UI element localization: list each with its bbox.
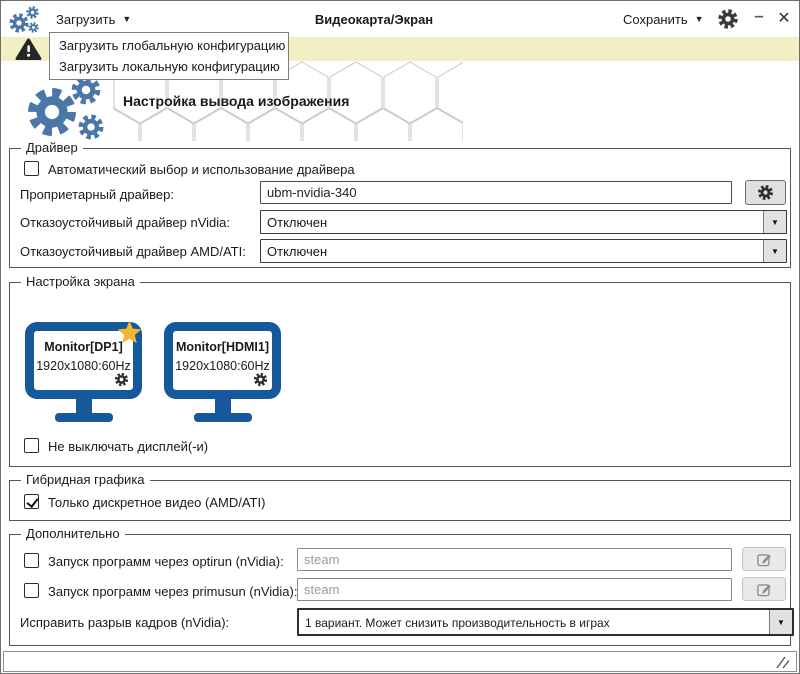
tearing-label: Исправить разрыв кадров (nVidia): [20, 615, 230, 630]
optirun-label: Запуск программ через optirun (nVidia): [48, 554, 284, 569]
proprietary-driver-input[interactable] [260, 181, 732, 204]
menu-item-load-global[interactable]: Загрузить глобальную конфигурацию [59, 38, 286, 53]
primusun-edit-button[interactable] [742, 577, 786, 601]
header-title: Настройка вывода изображения [123, 93, 350, 109]
monitor-dp1[interactable]: Monitor[DP1] 1920x1080:60Hz [25, 320, 142, 422]
monitor-hdmi1[interactable]: Monitor[HDMI1] 1920x1080:60Hz [164, 322, 281, 422]
edit-pencil-icon [757, 554, 771, 567]
failsafe-nvidia-select[interactable]: Отключен ▼ [260, 210, 787, 234]
tearing-value: 1 вариант. Может снизить производительно… [305, 616, 610, 630]
edit-pencil-icon [757, 584, 771, 597]
optirun-edit-button[interactable] [742, 547, 786, 571]
monitor-settings-gear-icon[interactable] [114, 372, 129, 387]
monitor-mode: 1920x1080:60Hz [36, 359, 131, 373]
keep-display-on-checkbox[interactable] [24, 438, 39, 453]
load-menu-button[interactable]: Загрузить ▼ [56, 1, 131, 37]
hybrid-graphics-group: Гибридная графика Только дискретное виде… [9, 472, 791, 521]
driver-group-legend: Драйвер [21, 140, 83, 155]
failsafe-amd-select[interactable]: Отключен ▼ [260, 239, 787, 263]
chevron-down-icon[interactable]: ▼ [763, 240, 786, 262]
screen-group: Настройка экрана Monitor[DP1] 1920x1080:… [9, 274, 791, 467]
settings-gear-icon[interactable] [717, 8, 739, 30]
auto-driver-label: Автоматический выбор и использование дра… [48, 162, 355, 177]
monitor-screen: Monitor[HDMI1] 1920x1080:60Hz [164, 322, 281, 399]
discrete-only-label: Только дискретное видео (AMD/ATI) [48, 495, 266, 510]
warning-triangle-icon [15, 37, 42, 60]
chevron-down-icon[interactable]: ▼ [769, 610, 792, 634]
chevron-down-icon: ▼ [122, 14, 132, 24]
monitor-base [193, 413, 252, 422]
failsafe-amd-value: Отключен [267, 244, 328, 259]
monitor-base [54, 413, 113, 422]
gear-icon [757, 184, 774, 201]
monitor-stand [214, 399, 231, 413]
titlebar: Загрузить ▼ Видеокарта/Экран Сохранить ▼… [1, 1, 799, 37]
app-gears-icon [9, 5, 45, 35]
close-button[interactable]: ✕ [777, 10, 791, 27]
primusun-checkbox[interactable] [24, 583, 39, 598]
extra-group-legend: Дополнительно [21, 526, 125, 541]
tearing-select[interactable]: 1 вариант. Может снизить производительно… [297, 608, 794, 636]
menu-item-load-local[interactable]: Загрузить локальную конфигурацию [59, 59, 280, 74]
proprietary-driver-label: Проприетарный драйвер: [20, 187, 174, 202]
auto-driver-checkbox[interactable] [24, 161, 39, 176]
resize-grip-icon[interactable] [775, 656, 791, 669]
optirun-input[interactable] [297, 548, 732, 571]
monitor-name: Monitor[HDMI1] [175, 340, 270, 354]
extra-group: Дополнительно Запуск программ через opti… [9, 526, 794, 646]
save-menu-label: Сохранить [623, 11, 688, 27]
header-gears-icon [25, 73, 107, 143]
keep-display-on-label: Не выключать дисплей(-и) [48, 439, 209, 454]
monitor-screen: Monitor[DP1] 1920x1080:60Hz [25, 320, 142, 399]
primusun-label: Запуск программ через primusun (nVidia): [48, 584, 298, 599]
failsafe-nvidia-label: Отказоустойчивый драйвер nVidia: [20, 215, 230, 230]
monitor-name: Monitor[DP1] [44, 340, 123, 354]
hybrid-group-legend: Гибридная графика [21, 472, 150, 487]
save-menu-button[interactable]: Сохранить ▼ [623, 1, 704, 37]
monitor-settings-gear-icon[interactable] [253, 372, 268, 387]
discrete-only-checkbox[interactable] [24, 494, 39, 509]
monitor-stand [75, 399, 92, 413]
chevron-down-icon[interactable]: ▼ [763, 211, 786, 233]
chevron-down-icon: ▼ [694, 14, 704, 24]
monitor-mode: 1920x1080:60Hz [175, 359, 270, 373]
status-bar [3, 651, 797, 672]
driver-group: Драйвер Автоматический выбор и использов… [9, 140, 791, 268]
load-menu-label: Загрузить [56, 11, 116, 27]
failsafe-amd-label: Отказоустойчивый драйвер AMD/ATI: [20, 244, 246, 259]
primusun-input[interactable] [297, 578, 732, 601]
load-menu-popup: Загрузить глобальную конфигурацию Загруз… [49, 32, 289, 80]
optirun-checkbox[interactable] [24, 553, 39, 568]
failsafe-nvidia-value: Отключен [267, 215, 328, 230]
screen-group-legend: Настройка экрана [21, 274, 140, 289]
window-title: Видеокарта/Экран [314, 12, 434, 27]
primary-star-icon [117, 320, 142, 344]
minimize-button[interactable]: – [754, 6, 764, 25]
driver-settings-button[interactable] [745, 180, 786, 205]
